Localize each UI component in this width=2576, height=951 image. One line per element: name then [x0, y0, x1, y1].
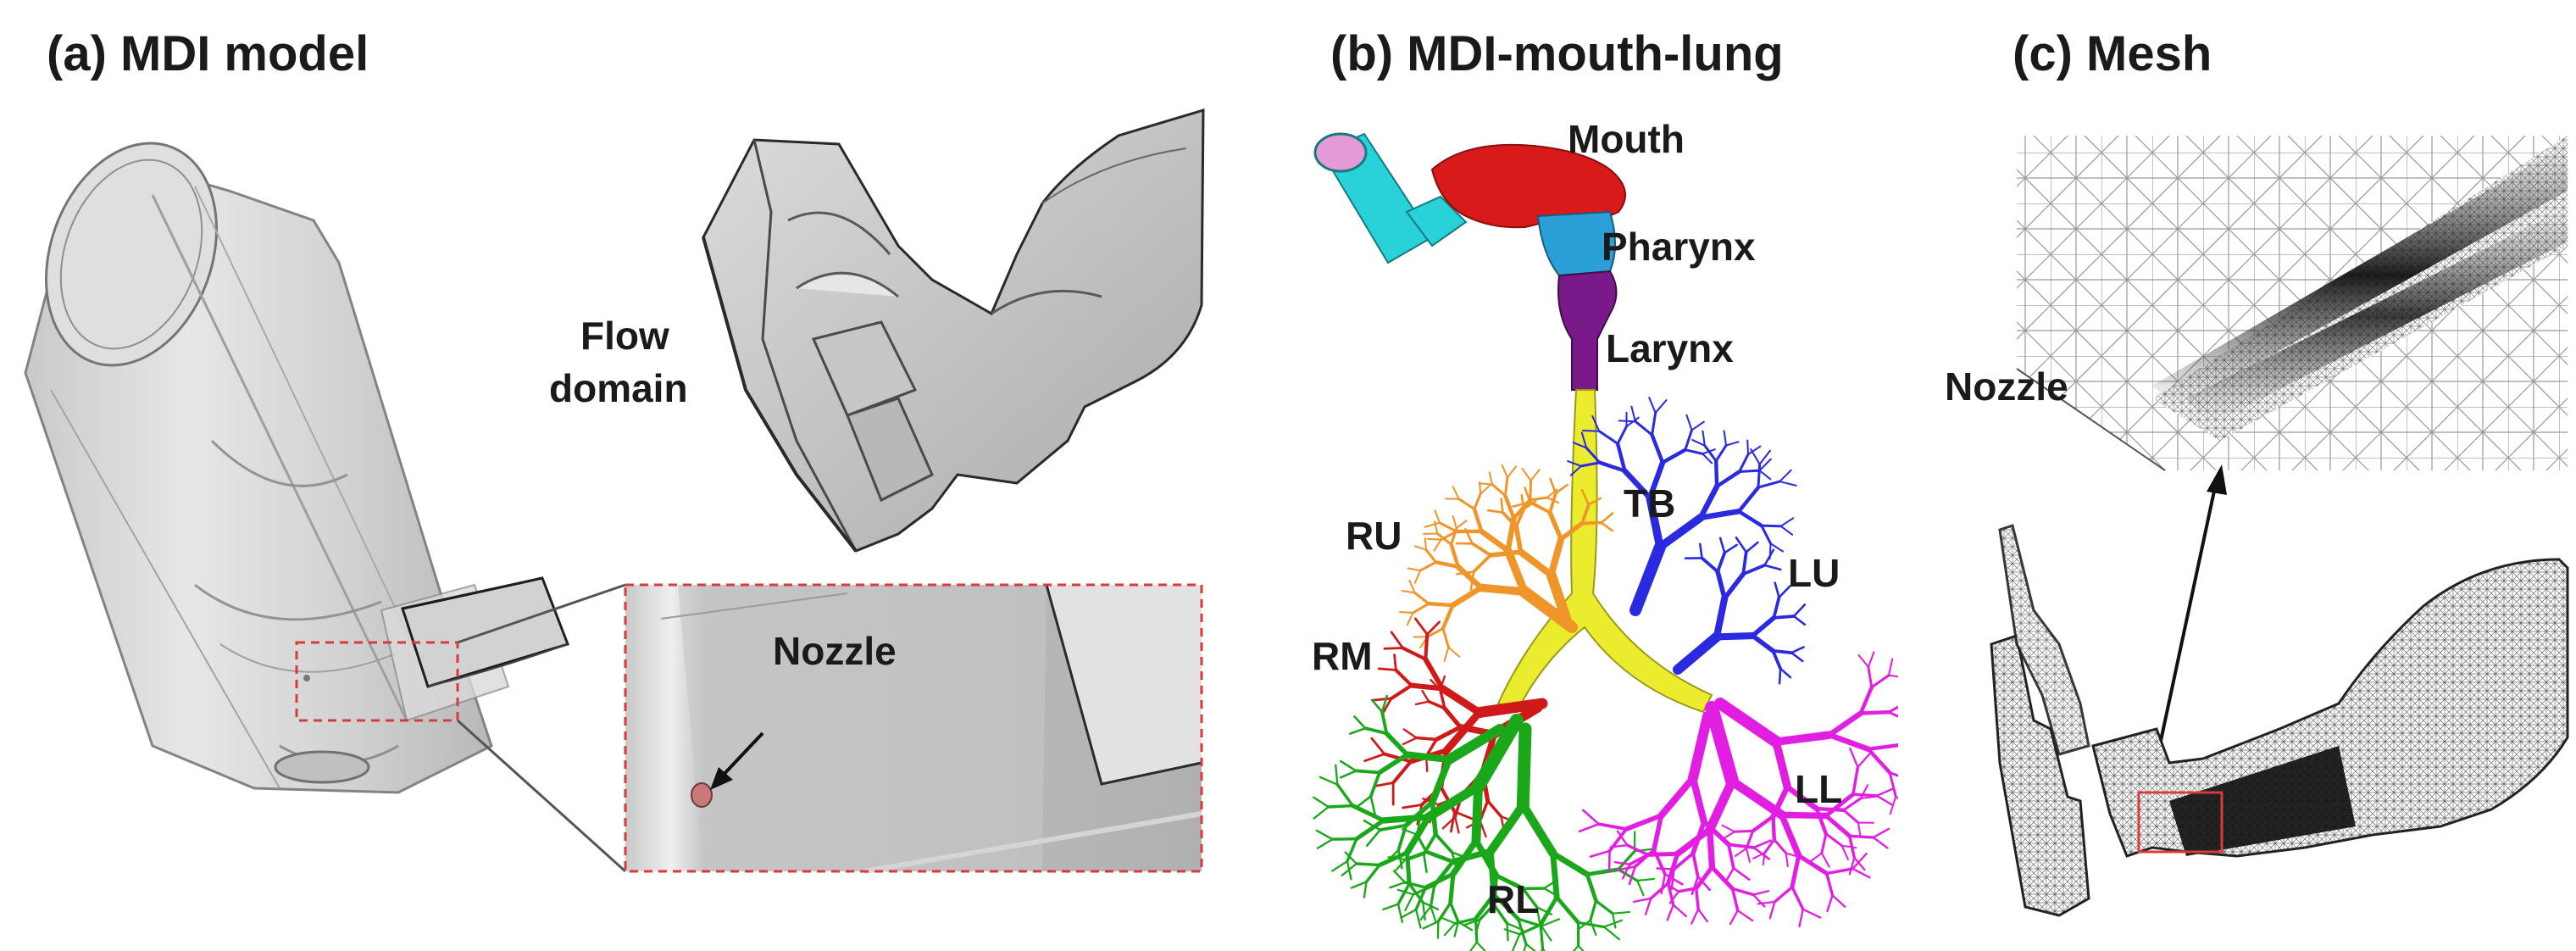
flow-domain-label-line2: domain	[549, 366, 688, 410]
label-ru: RU	[1346, 514, 1402, 558]
flow-domain-cutaway	[702, 108, 1205, 553]
label-rl: RL	[1487, 877, 1540, 921]
mesh-nozzle-highlight-box	[2137, 791, 2223, 854]
bronchial-tree	[1313, 397, 1898, 951]
mesh-zoom-window	[2016, 136, 2568, 471]
nozzle-zoom-view	[624, 583, 1203, 874]
airway-mouthpiece	[1313, 132, 1468, 264]
label-mouth: Mouth	[1568, 117, 1685, 161]
panel-c-title: (c) Mesh	[2012, 26, 2212, 81]
panel-a-figure	[24, 108, 1205, 874]
label-rm: RM	[1312, 634, 1373, 678]
label-larynx: Larynx	[1606, 326, 1734, 370]
airway-trachea	[1496, 389, 1713, 714]
mesh-geometry	[1990, 524, 2569, 917]
panel-b-mdi-mouth-lung: (b) MDI-mouth-lung Mouth Pharynx Larynx …	[1237, 0, 1898, 951]
flow-domain-label-line1: Flow	[580, 314, 669, 358]
panel-b-figure	[1313, 132, 1898, 951]
zoom-source-box	[295, 641, 459, 722]
mdi-canister	[24, 142, 510, 794]
nozzle-label-mesh: Nozzle	[1945, 364, 2068, 409]
panel-c-figure	[1990, 136, 2569, 917]
label-pharynx: Pharynx	[1602, 225, 1756, 269]
panel-c-mesh: (c) Mesh	[1898, 0, 2576, 951]
airway-larynx	[1557, 270, 1618, 391]
panel-a-mdi-model: (a) MDI model	[0, 0, 1237, 951]
label-tb: TB	[1624, 481, 1676, 526]
panel-a-title: (a) MDI model	[47, 26, 369, 81]
airway-mouth	[1430, 143, 1626, 229]
label-ll: LL	[1795, 767, 1843, 811]
nozzle-label-zoom: Nozzle	[773, 629, 897, 673]
panel-b-title: (b) MDI-mouth-lung	[1330, 26, 1784, 81]
label-lu: LU	[1788, 551, 1840, 595]
